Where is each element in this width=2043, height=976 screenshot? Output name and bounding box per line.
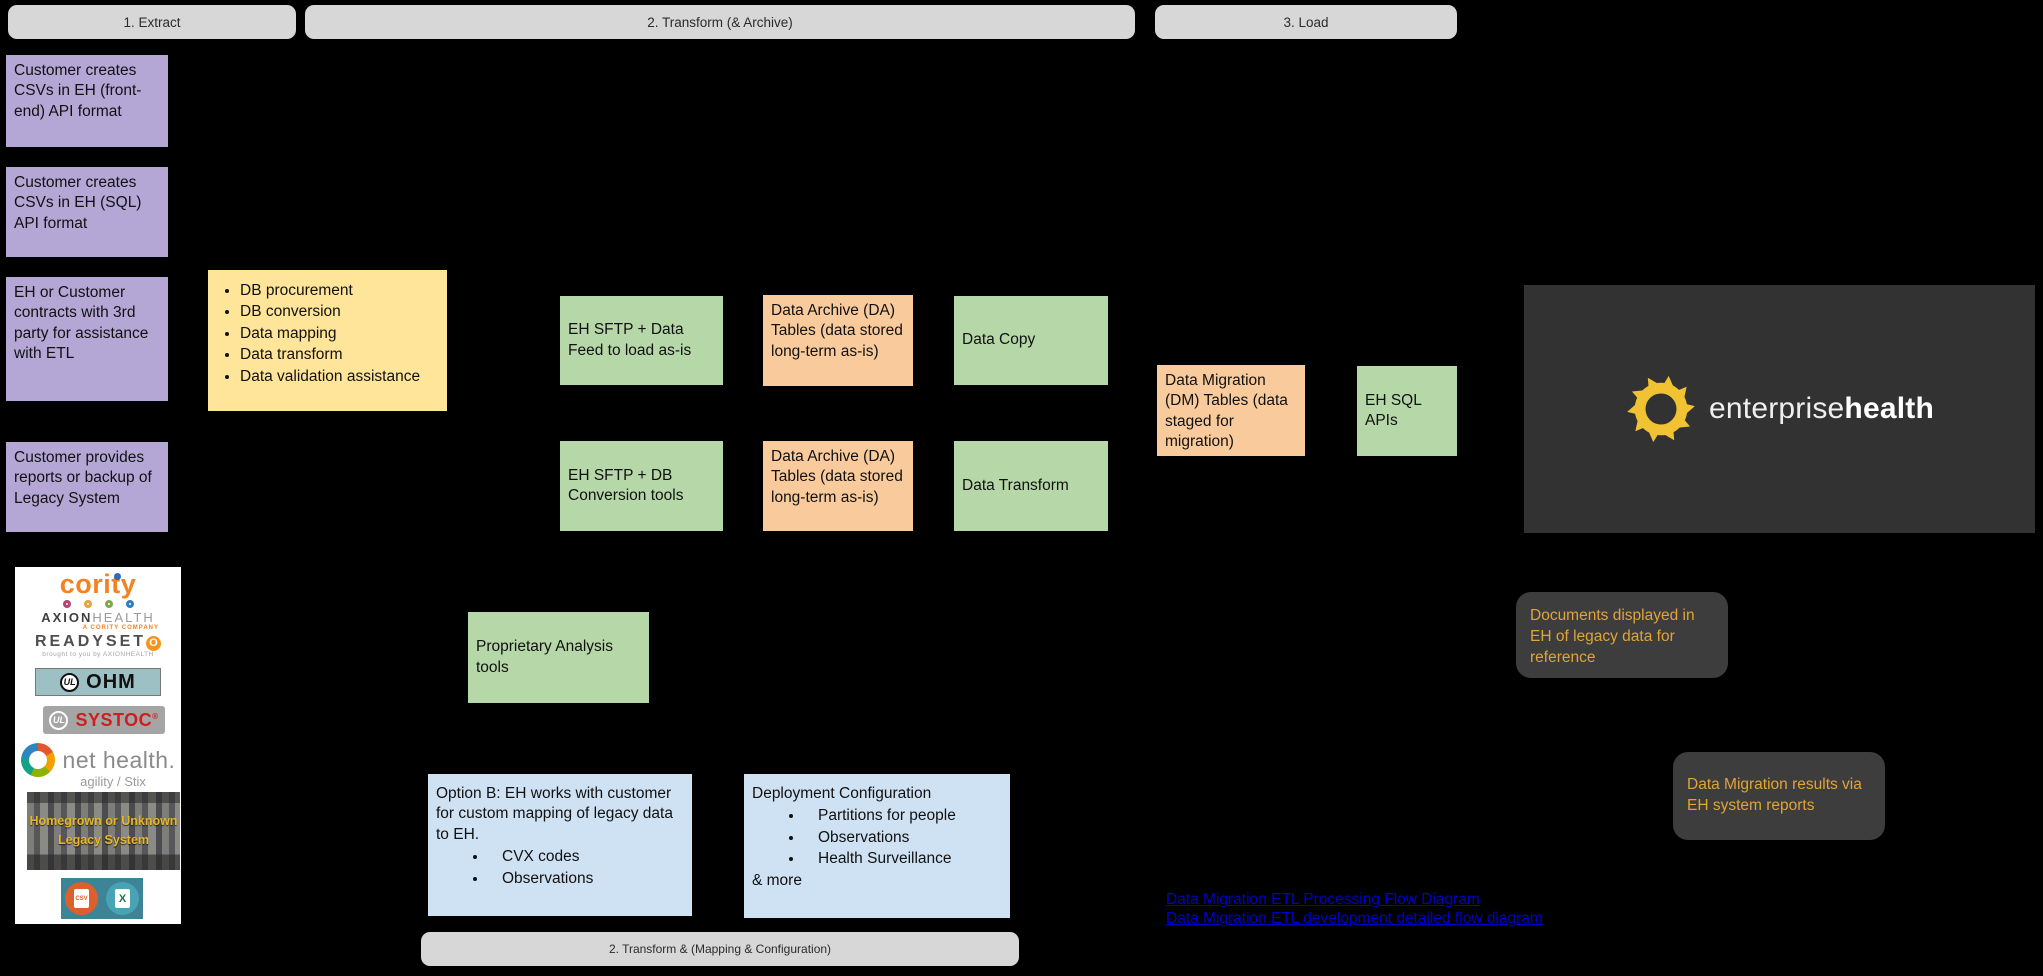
extract-step-reports-backup: Customer provides reports or backup of L… (6, 442, 168, 532)
deployment-configuration-title: Deployment Configuration (752, 785, 932, 802)
systoc-logo: UL SYSTOC® (43, 706, 165, 734)
readyset-wordmark: READYSET (34, 633, 147, 650)
data-archive-tables-box-2: Data Archive (DA) Tables (data stored lo… (763, 441, 913, 531)
ul-icon: UL (49, 710, 69, 730)
legacy-system-caption: Homegrown or Unknown Legacy System (29, 814, 178, 847)
deployment-footer: & more (752, 871, 802, 889)
note-migration-results: Data Migration results via EH system rep… (1673, 752, 1885, 840)
net-health-ring-icon (20, 743, 55, 777)
ohm-logo: UL OHM (35, 668, 161, 696)
axion-wordmark-suffix: HEALTH (92, 610, 155, 625)
sftp-db-conversion-box: EH SFTP + DB Conversion tools (560, 441, 723, 531)
extract-step-csv-frontend: Customer creates CSVs in EH (front-end) … (6, 55, 168, 147)
extract-step-third-party: EH or Customer contracts with 3rd party … (6, 277, 168, 401)
data-copy-label: Data Copy (962, 331, 1036, 349)
excel-doc-glyph: X (115, 889, 130, 908)
axion-health-logo: AXIONHEALTH A CORITY COMPANY (15, 600, 181, 631)
sftp-db-conversion-label: EH SFTP + DB Conversion tools (568, 466, 684, 504)
link-etl-processing-flow-diagram[interactable]: Data Migration ETL Processing Flow Diagr… (1166, 891, 1480, 908)
deployment-bullet: Partitions for people (804, 806, 1002, 826)
ul-icon: UL (60, 672, 80, 692)
enterprise-health-wordmark: enterprisehealth (1709, 392, 1934, 426)
cority-logo: cority (15, 569, 181, 600)
cority-wordmark: cority (59, 569, 137, 599)
axion-tagline: A CORITY COMPANY (82, 625, 159, 631)
readyset-tagline: brought to you by AXIONHEALTH (42, 651, 154, 658)
csv-doc-glyph: CSV (74, 889, 89, 908)
net-health-wordmark: net health. (62, 746, 176, 773)
eh-sql-apis-label: EH SQL APIs (1365, 391, 1422, 429)
proprietary-analysis-tools-label: Proprietary Analysis tools (476, 638, 613, 676)
systoc-registered-mark: ® (152, 711, 159, 721)
phase-bar-transform-archive: 2. Transform (& Archive) (305, 5, 1135, 39)
assistance-bullet: Data transform (240, 345, 439, 365)
phase-bar-load: 3. Load (1155, 5, 1457, 39)
sftp-data-feed-box: EH SFTP + Data Feed to load as-is (560, 296, 723, 385)
deployment-configuration-box: Deployment Configuration Partitions for … (744, 774, 1010, 918)
readyset-o-icon: O (146, 636, 162, 651)
legacy-system-photo: Homegrown or Unknown Legacy System (27, 792, 180, 870)
assistance-bullet: DB procurement (240, 281, 439, 301)
option-b-bullet: Observations (488, 869, 684, 889)
deployment-bullet: Health Surveillance (804, 849, 1002, 869)
eh-wordmark-light: enterprise (1709, 392, 1845, 425)
proprietary-analysis-tools-box: Proprietary Analysis tools (468, 612, 649, 703)
legacy-systems-panel: cority AXIONHEALTH A CORITY COMPANY READ… (15, 567, 181, 924)
data-transform-box: Data Transform (954, 441, 1108, 531)
csv-file-icon: CSV (65, 882, 98, 915)
assistance-bullet: DB conversion (240, 302, 439, 322)
diagram-links: Data Migration ETL Processing Flow Diagr… (1166, 891, 1726, 929)
eh-sql-apis-box: EH SQL APIs (1357, 366, 1457, 456)
enterprise-health-gear-icon (1625, 373, 1697, 445)
cority-i-dot (114, 573, 121, 580)
eh-wordmark-bold: health (1844, 392, 1934, 425)
data-archive-tables-box-1: Data Archive (DA) Tables (data stored lo… (763, 295, 913, 386)
note-documents-displayed: Documents displayed in EH of legacy data… (1516, 592, 1728, 678)
option-b-title: Option B: EH works with customer for cus… (436, 785, 673, 843)
option-b-bullet: CVX codes (488, 847, 684, 867)
link-etl-development-flow-diagram[interactable]: Data Migration ETL development detailed … (1166, 909, 1543, 927)
extract-step-csv-sql: Customer creates CSVs in EH (SQL) API fo… (6, 167, 168, 257)
net-health-logo: net health. agility / Stix (15, 743, 181, 789)
option-b-mapping-box: Option B: EH works with customer for cus… (428, 774, 692, 916)
net-health-subtitle: agility / Stix (80, 774, 146, 789)
assistance-bullet: Data validation assistance (240, 367, 439, 387)
file-format-icons: CSV X (61, 878, 143, 919)
third-party-assistance-box: DB procurement DB conversion Data mappin… (208, 270, 447, 411)
enterprise-health-panel: enterprisehealth (1524, 285, 2035, 533)
ohm-wordmark: OHM (86, 670, 136, 693)
systoc-wordmark: SYSTOC (75, 709, 153, 730)
data-copy-box: Data Copy (954, 296, 1108, 385)
phase-bar-extract: 1. Extract (8, 5, 296, 39)
deployment-bullet: Observations (804, 828, 1002, 848)
data-transform-label: Data Transform (962, 476, 1069, 494)
axion-dots-icon (15, 600, 181, 608)
data-migration-tables-box: Data Migration (DM) Tables (data staged … (1157, 365, 1305, 456)
assistance-bullet: Data mapping (240, 324, 439, 344)
phase-bar-transform-mapping: 2. Transform & (Mapping & Configuration) (421, 932, 1019, 966)
sftp-data-feed-label: EH SFTP + Data Feed to load as-is (568, 321, 692, 359)
axion-wordmark: AXION (41, 610, 93, 625)
excel-file-icon: X (106, 882, 139, 915)
